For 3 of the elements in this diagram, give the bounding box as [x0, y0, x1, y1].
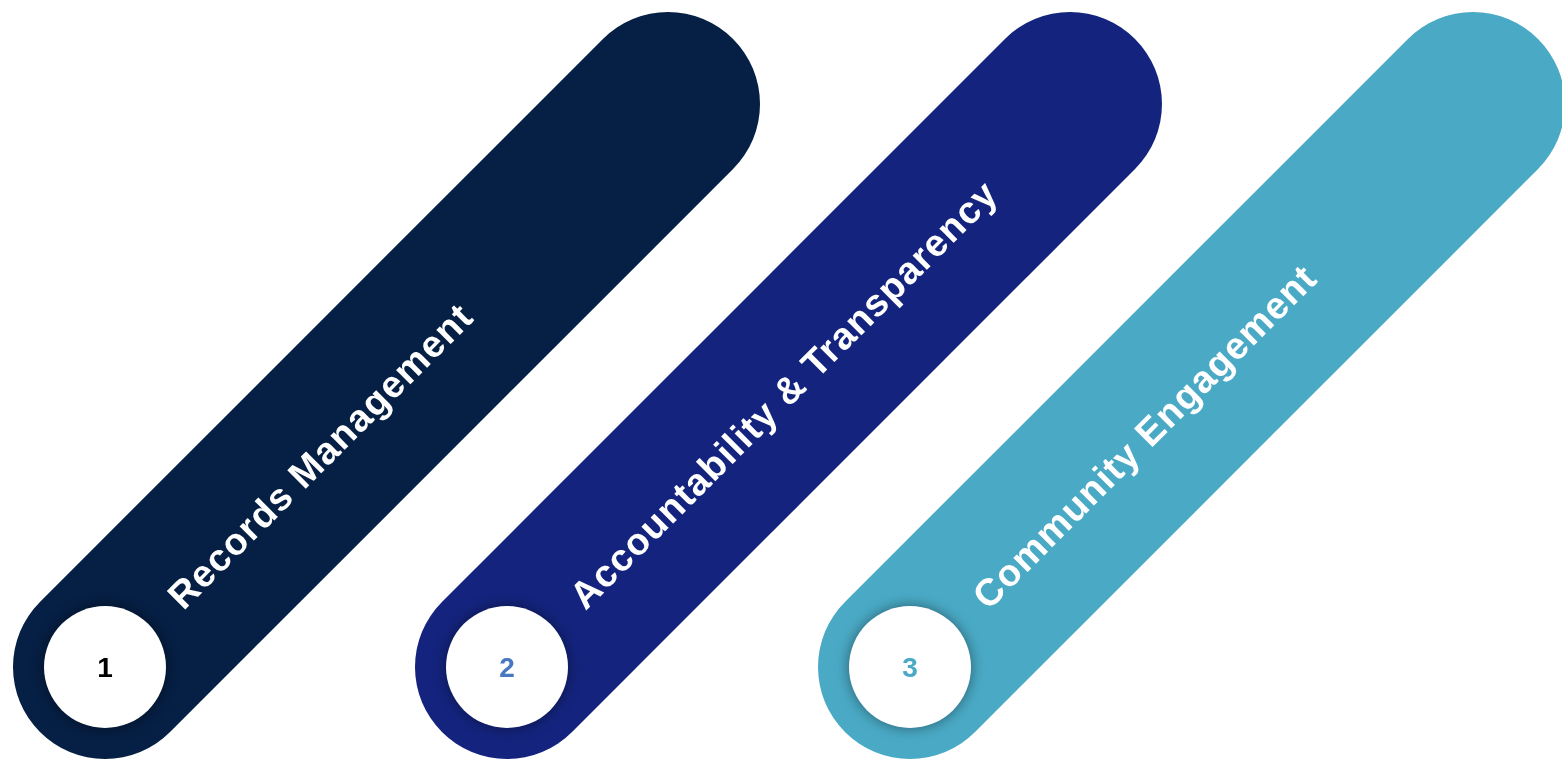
step-number-circle: 3 [849, 606, 971, 728]
step-number-circle: 2 [446, 606, 568, 728]
step-number-circle: 1 [44, 606, 166, 728]
